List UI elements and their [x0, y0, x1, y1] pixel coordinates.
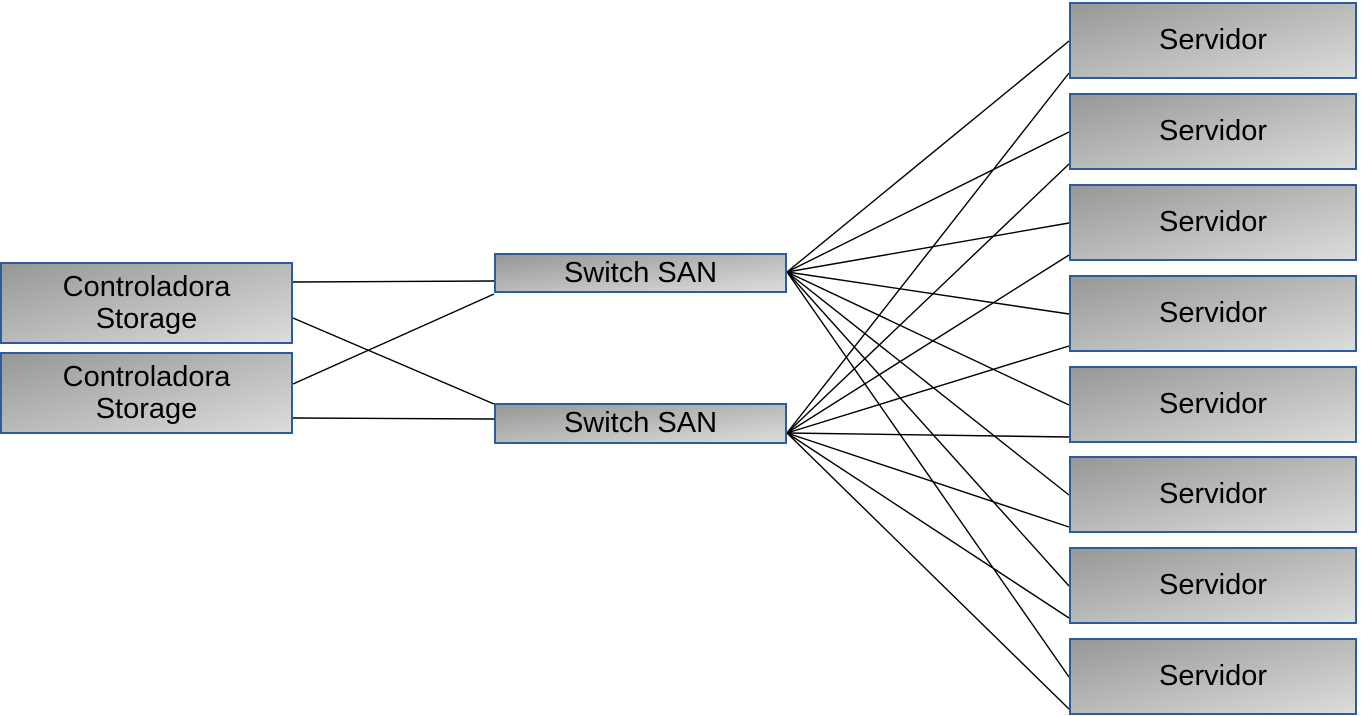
- servidor-box-1: Servidor: [1069, 2, 1357, 79]
- servidor-box-8: Servidor: [1069, 638, 1357, 715]
- servidor-label-6: Servidor: [1159, 478, 1267, 511]
- servidor-label-2: Servidor: [1159, 115, 1267, 148]
- servidor-label-5: Servidor: [1159, 388, 1267, 421]
- servidor-box-4: Servidor: [1069, 275, 1357, 352]
- servidor-label-8: Servidor: [1159, 660, 1267, 693]
- switch-san-label-2: Switch SAN: [563, 407, 718, 440]
- controladora-storage-box-2: Controladora Storage: [0, 352, 293, 434]
- servidor-label-4: Servidor: [1159, 297, 1267, 330]
- servidor-label-7: Servidor: [1159, 569, 1267, 602]
- controladora-storage-box-1: Controladora Storage: [0, 262, 293, 344]
- servidor-label-3: Servidor: [1159, 206, 1267, 239]
- servidor-label-1: Servidor: [1159, 24, 1267, 57]
- switch-san-label-1: Switch SAN: [563, 256, 718, 289]
- servidor-box-5: Servidor: [1069, 366, 1357, 443]
- servidor-box-3: Servidor: [1069, 184, 1357, 261]
- controladora-storage-label-2: Controladora Storage: [62, 360, 231, 425]
- servidor-box-6: Servidor: [1069, 456, 1357, 533]
- controladora-storage-label-1: Controladora Storage: [62, 270, 231, 335]
- switch-san-box-1: Switch SAN: [494, 253, 787, 293]
- switch-san-box-2: Switch SAN: [494, 403, 787, 444]
- servidor-box-7: Servidor: [1069, 547, 1357, 624]
- servidor-box-2: Servidor: [1069, 93, 1357, 170]
